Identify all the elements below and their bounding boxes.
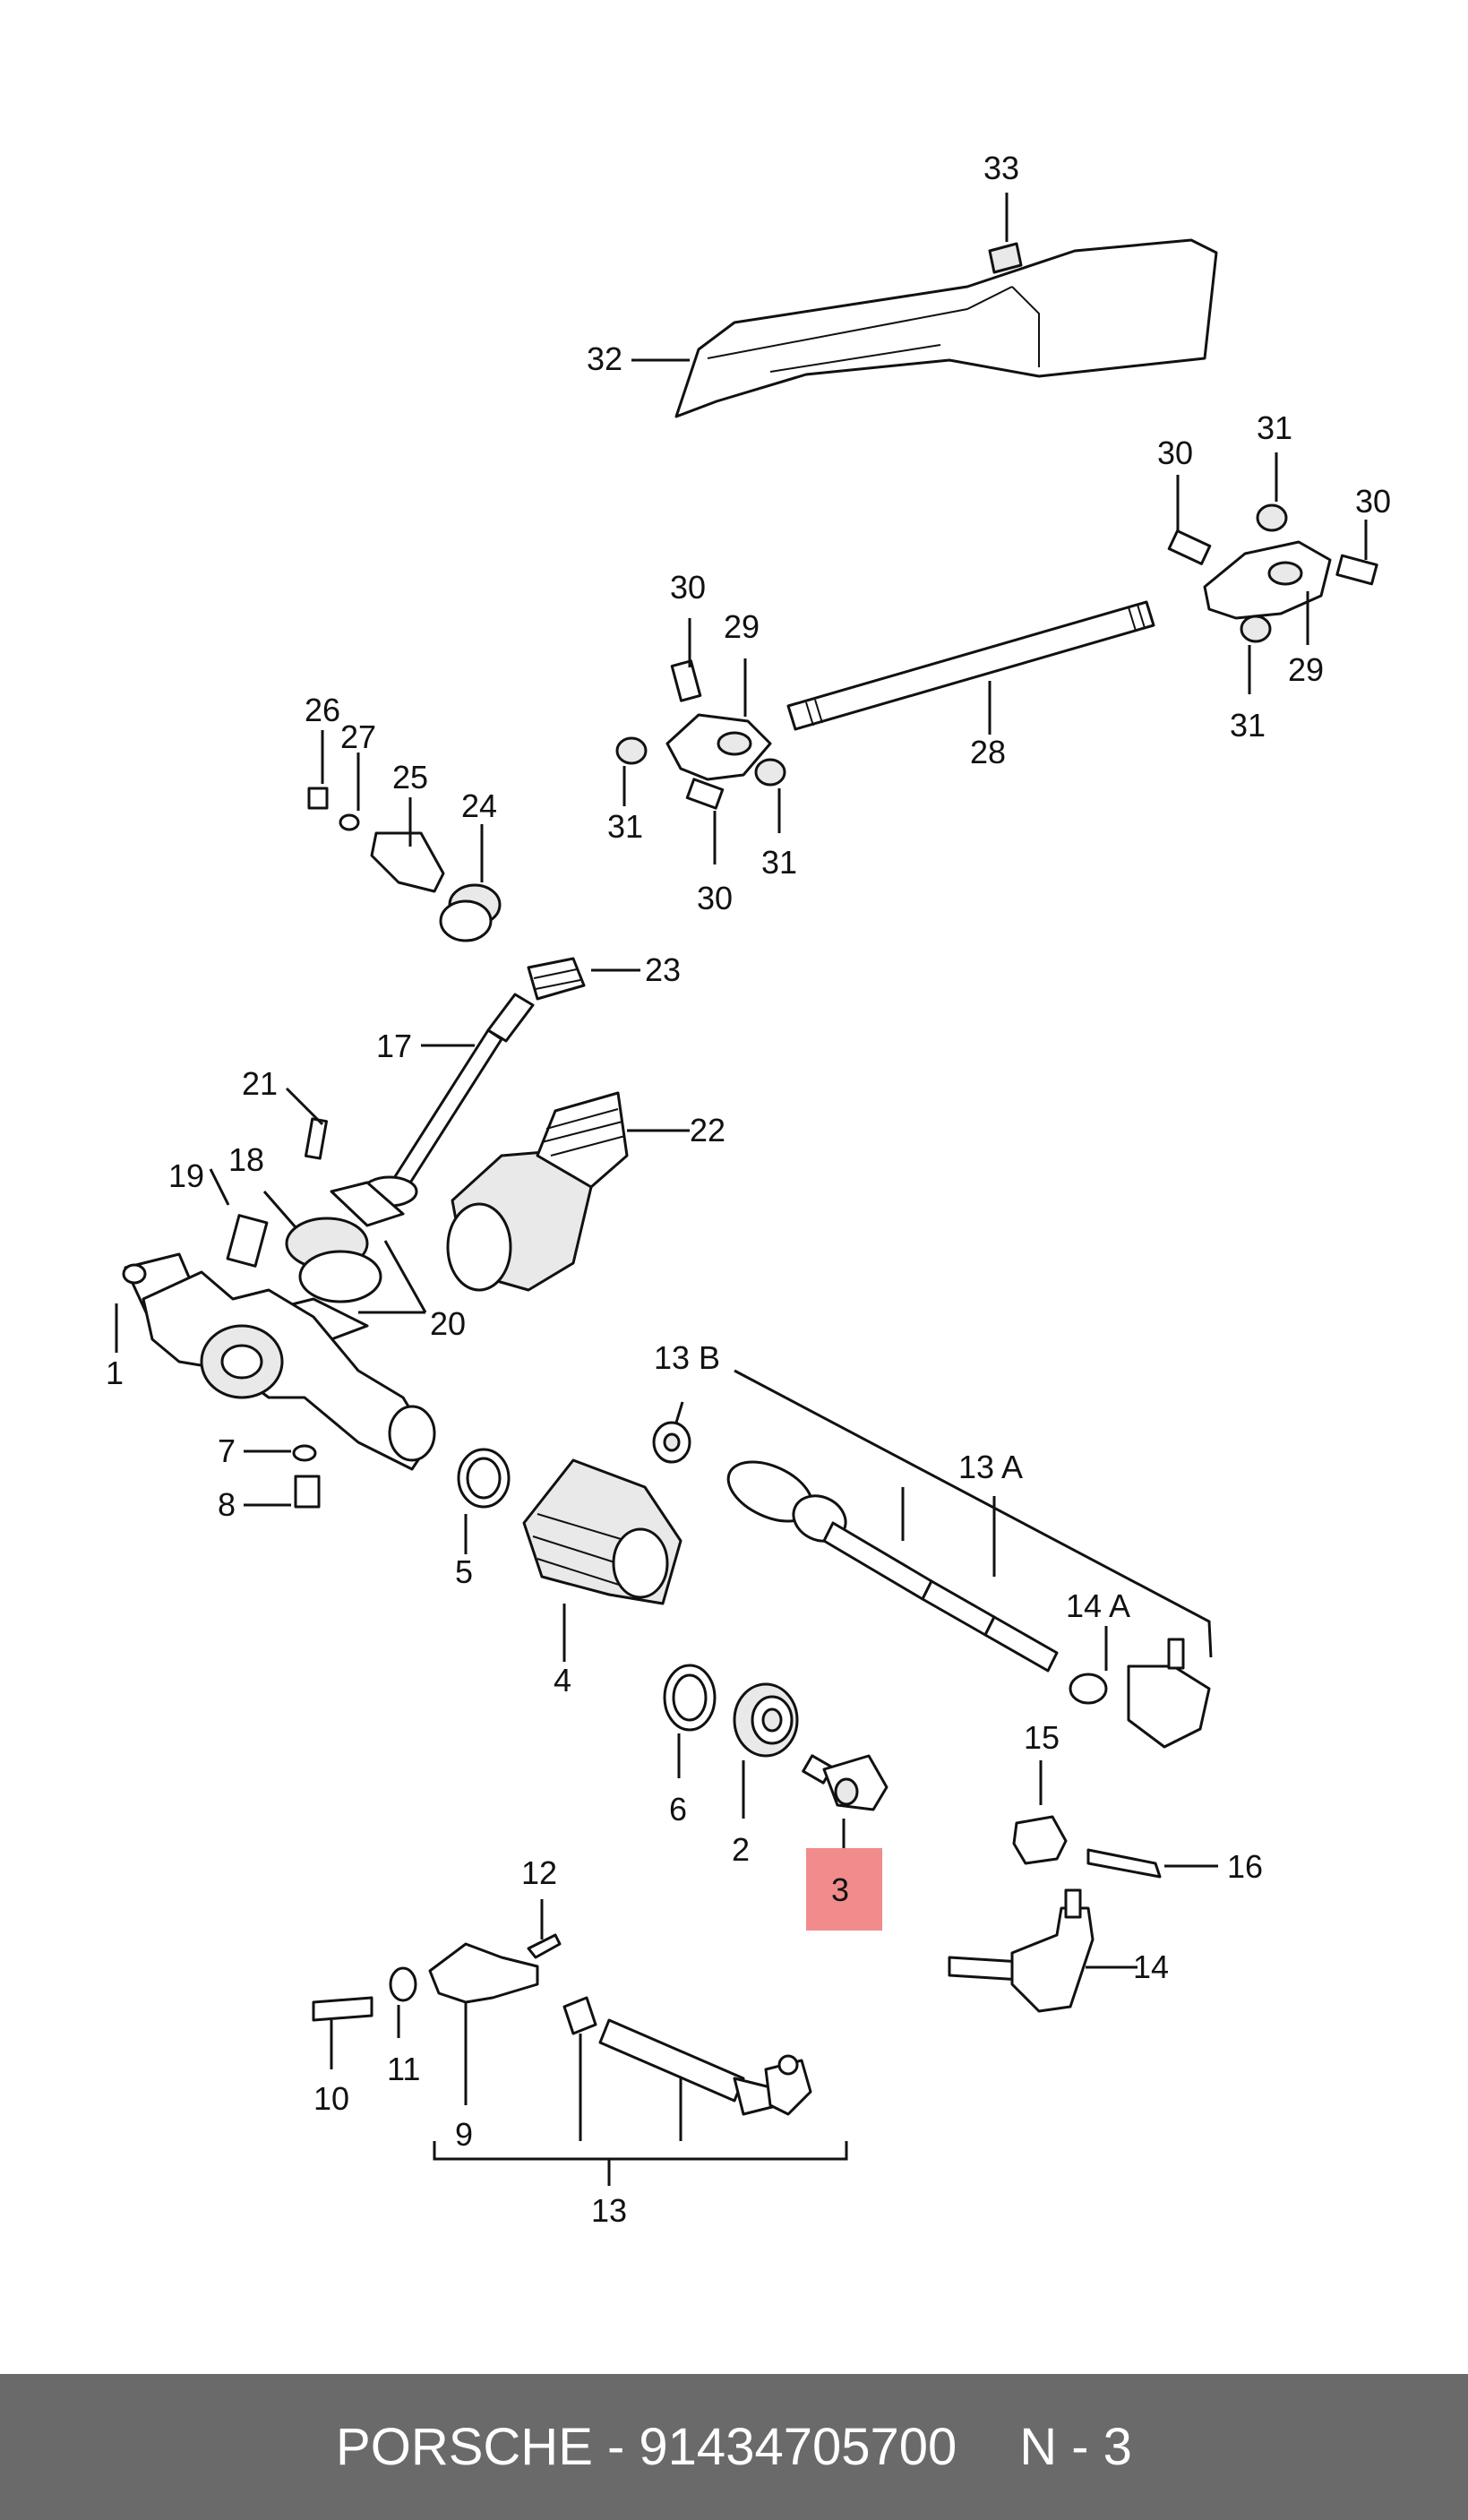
footer-reference: N - 3 xyxy=(1019,2418,1132,2476)
part-33-clip xyxy=(988,193,1023,274)
label-31a: 31 xyxy=(1257,409,1292,446)
label-4: 4 xyxy=(554,1662,571,1699)
label-6: 6 xyxy=(669,1791,687,1828)
label-26: 26 xyxy=(305,692,340,728)
label-20: 20 xyxy=(430,1305,466,1342)
label-12: 12 xyxy=(521,1854,557,1891)
footer-caption-bar: PORSCHE - 91434705700 N - 3 xyxy=(0,2374,1468,2520)
part-2-bushing xyxy=(733,1682,799,1819)
label-13: 13 xyxy=(591,2192,627,2229)
part-13b-seal xyxy=(652,1401,691,1464)
highlight-box-part-3 xyxy=(806,1848,882,1931)
label-32: 32 xyxy=(587,340,622,377)
label-3: 3 xyxy=(831,1871,849,1908)
label-14: 14 xyxy=(1133,1948,1169,1985)
part-15-castle-nut xyxy=(1012,1760,1068,1865)
label-2: 2 xyxy=(732,1831,750,1868)
part-14-tie-rod-end xyxy=(948,1888,1137,2013)
part-5-ring xyxy=(457,1448,511,1554)
part-32-cover-plate xyxy=(631,238,1218,418)
label-30c: 30 xyxy=(670,569,706,606)
label-19: 19 xyxy=(168,1157,204,1194)
steering-parts-diagram: 33 32 30 31 30 29 31 30 29 28 31 31 30 2… xyxy=(106,150,1391,2229)
parts-7-8-fasteners xyxy=(244,1444,321,1509)
label-33: 33 xyxy=(983,150,1019,186)
part-23-small-bellows xyxy=(527,957,640,1001)
part-28-intermediate-shaft xyxy=(786,600,1155,735)
label-31d: 31 xyxy=(761,844,797,881)
label-9: 9 xyxy=(455,2116,473,2153)
label-30a: 30 xyxy=(1157,434,1193,471)
label-21: 21 xyxy=(242,1065,278,1102)
label-13b: 13 B xyxy=(654,1339,720,1376)
label-31c: 31 xyxy=(607,808,643,845)
label-7: 7 xyxy=(218,1432,236,1469)
part-13-lower-tie-rod xyxy=(312,1899,848,2186)
label-16: 16 xyxy=(1227,1848,1263,1885)
label-29a: 29 xyxy=(1288,651,1324,688)
label-22: 22 xyxy=(690,1112,725,1148)
label-24: 24 xyxy=(461,787,497,824)
label-8: 8 xyxy=(218,1486,236,1523)
label-27: 27 xyxy=(340,718,376,755)
label-1: 1 xyxy=(106,1355,124,1391)
label-15: 15 xyxy=(1024,1719,1060,1756)
universal-joint-left xyxy=(615,618,786,864)
footer-part-number: PORSCHE - 91434705700 xyxy=(336,2418,957,2476)
part-3-thrust-piece xyxy=(802,1754,889,1850)
label-29b: 29 xyxy=(724,608,760,645)
part-22-large-boot xyxy=(446,1091,690,1292)
part-1-rack-housing xyxy=(115,1252,436,1471)
part-13a-tie-rod-assembly xyxy=(726,1369,1213,1749)
label-28: 28 xyxy=(970,734,1006,770)
label-10: 10 xyxy=(313,2080,349,2117)
part-6-ring xyxy=(663,1664,717,1778)
label-18: 18 xyxy=(228,1141,264,1178)
bracket-group-24-27 xyxy=(307,730,502,942)
label-14a: 14 A xyxy=(1066,1587,1130,1624)
universal-joint-right xyxy=(1167,452,1378,694)
label-30b: 30 xyxy=(1355,483,1391,520)
part-4-rack-bellows xyxy=(522,1458,682,1662)
label-23: 23 xyxy=(645,951,681,988)
label-30d: 30 xyxy=(697,880,733,916)
label-25: 25 xyxy=(392,759,428,796)
label-13a: 13 A xyxy=(958,1449,1023,1485)
label-17: 17 xyxy=(376,1028,412,1064)
label-5: 5 xyxy=(455,1553,473,1590)
label-11: 11 xyxy=(387,2051,420,2087)
part-16-cotter-pin xyxy=(1086,1848,1218,1879)
label-31b: 31 xyxy=(1230,707,1266,744)
